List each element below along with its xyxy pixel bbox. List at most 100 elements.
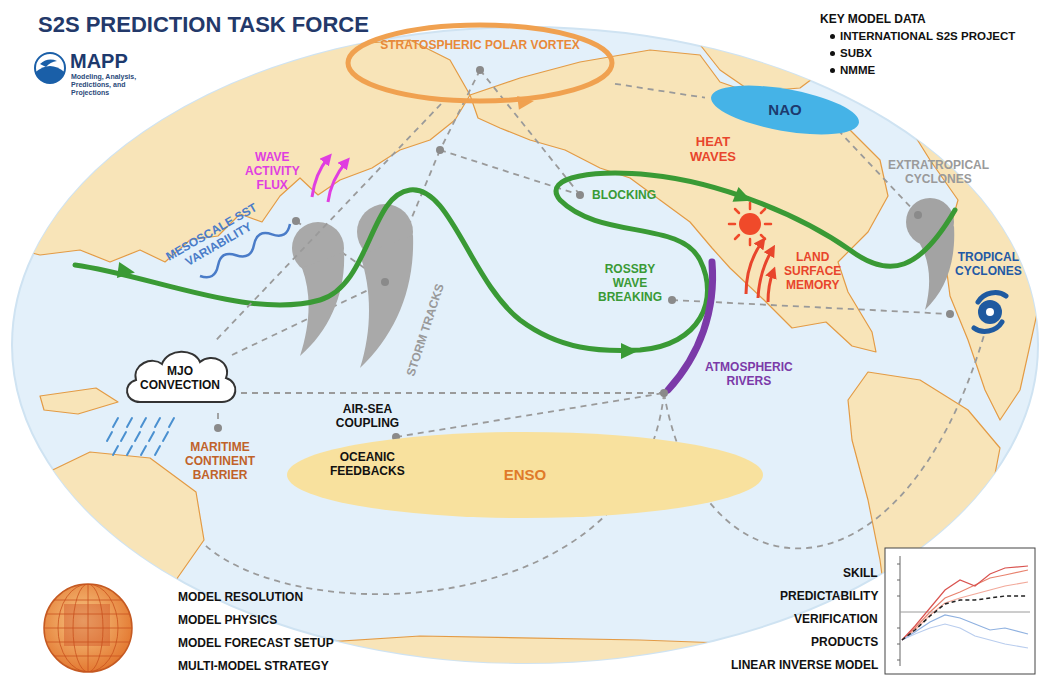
heat-sun: [761, 235, 765, 239]
connection-dot: [381, 278, 389, 286]
phenomenon-label: TROPICAL CYCLONES: [955, 250, 1022, 278]
teleconnection-dashed-line: [480, 70, 580, 195]
heat-sun: [761, 209, 765, 213]
jet-stream: [117, 262, 136, 280]
skill-chart-inset: [902, 624, 1028, 648]
noaa-logo: [35, 53, 65, 83]
nao-ellipse: NAO: [705, 80, 865, 140]
teleconnection-dashed-line: [440, 70, 480, 150]
wave-activity-arrow: [328, 162, 346, 202]
nao-fill: [707, 76, 862, 143]
enso-fill: [287, 432, 763, 518]
teleconnection-dashed-line: [205, 70, 985, 594]
evaluation-topic-label: LINEAR INVERSE MODEL: [731, 658, 878, 672]
model-globe: [88, 584, 89, 672]
skill-chart-inset: [902, 596, 1028, 640]
heat-sun: [735, 209, 739, 213]
phenomenon-label: ROSSBY WAVE BREAKING: [598, 262, 662, 304]
skill-chart-inset: [885, 548, 1035, 674]
mjo-rain: [127, 418, 132, 427]
connection-dot: [214, 424, 222, 432]
skill-chart-inset: [885, 548, 1035, 674]
connection-dot: [436, 146, 444, 154]
polar-vortex-ellipse-shape: [345, 22, 615, 104]
skill-chart-inset: [900, 556, 901, 666]
ocean: [12, 27, 1038, 663]
mjo-rain: [135, 432, 140, 441]
skill-chart-inset: [897, 564, 900, 660]
mjo-rain: [169, 418, 174, 427]
phenomenon-label: BLOCKING: [592, 188, 656, 202]
node-label: ENSO: [504, 466, 547, 484]
evaluation-topic-label: PRODUCTS: [811, 635, 878, 649]
wave-activity-arrow: [312, 158, 346, 202]
mjo-rain: [113, 418, 118, 427]
connection-dot: [476, 66, 484, 74]
key-data-heading: KEY MODEL DATA: [820, 12, 926, 26]
connection-dot: [914, 211, 922, 219]
bullet-dot: [830, 51, 835, 56]
teleconnection-dashed-line: [217, 413, 219, 424]
continent: [150, 636, 900, 674]
phenomenon-label: STORM TRACKS: [404, 282, 447, 378]
jet-stream: [75, 173, 955, 359]
logo-subtitle: Modeling, Analysis, Predictions, and Pro…: [71, 73, 151, 97]
phenomenon-label: HEAT WAVES: [690, 134, 736, 164]
skill-chart-inset: [897, 580, 900, 581]
wave-activity-arrow: [312, 158, 328, 197]
mjo-rain: [113, 446, 118, 455]
land-surface-arrow: [746, 242, 773, 302]
evaluation-topic-label: PREDICTABILITY: [780, 589, 878, 603]
continent: [40, 388, 118, 414]
continent: [24, 452, 204, 594]
node-label: STRATOSPHERIC POLAR VORTEX: [380, 38, 580, 52]
land-surface-arrow: [768, 272, 773, 302]
continent: [890, 58, 1040, 420]
mjo-rain: [107, 432, 112, 441]
hurricane-symbol: [986, 308, 994, 316]
mjo-cloud: MJO CONVECTION: [120, 342, 240, 414]
skill-chart-inset: [897, 596, 900, 597]
mjo-rain: [121, 432, 126, 441]
mjo-rain: [141, 446, 146, 455]
logo-wordmark: MAPP: [70, 50, 128, 73]
polar-vortex-ring: [348, 25, 612, 101]
phenomenon-label: EXTRATROPICAL CYCLONES: [888, 158, 989, 186]
model-topic-label: MULTI-MODEL STRATEGY: [178, 659, 329, 673]
ocean: [12, 27, 1038, 663]
extratropical-cyclone-comma: [906, 198, 954, 310]
heat-sun: [729, 203, 771, 245]
connection-dot: [660, 389, 668, 397]
hurricane-symbol: [978, 300, 1002, 324]
skill-chart-inset: [902, 615, 1028, 640]
phenomenon-label: WAVE ACTIVITY FLUX: [245, 150, 299, 192]
key-data-item: SUBX: [840, 47, 872, 60]
continent: [20, 24, 1040, 674]
skill-chart-inset: [897, 628, 900, 629]
heat-sun: [729, 223, 735, 226]
heat-sun: [729, 203, 771, 245]
connection-dot: [946, 310, 954, 318]
jet-stream: [75, 173, 955, 350]
mjo-rain: [141, 418, 146, 427]
mjo-rain: [155, 446, 160, 455]
phenomenon-label: LAND SURFACE MEMORY: [784, 250, 841, 292]
connection-dot: [576, 191, 584, 199]
skill-chart-inset: [900, 612, 1030, 613]
noaa-logo: [40, 60, 57, 67]
model-globe: [58, 584, 118, 672]
process-label: OCEANIC FEEDBACKS: [330, 450, 405, 478]
node-label: MJO CONVECTION: [140, 364, 220, 392]
teleconnection-dashed-line: [396, 393, 664, 437]
skill-chart-inset: [902, 566, 1028, 648]
mjo-rain: [163, 432, 168, 441]
model-globe: [40, 584, 136, 672]
cloud-outline: [127, 352, 235, 402]
polar-vortex-ellipse: STRATOSPHERIC POLAR VORTEX: [345, 22, 615, 104]
heat-sun: [735, 235, 739, 239]
evaluation-topic-label: SKILL: [843, 566, 878, 580]
model-topic-label: MODEL RESOLUTION: [178, 590, 303, 604]
phenomenon-label: MESOSCALE SST VARIABILITY: [156, 196, 274, 280]
